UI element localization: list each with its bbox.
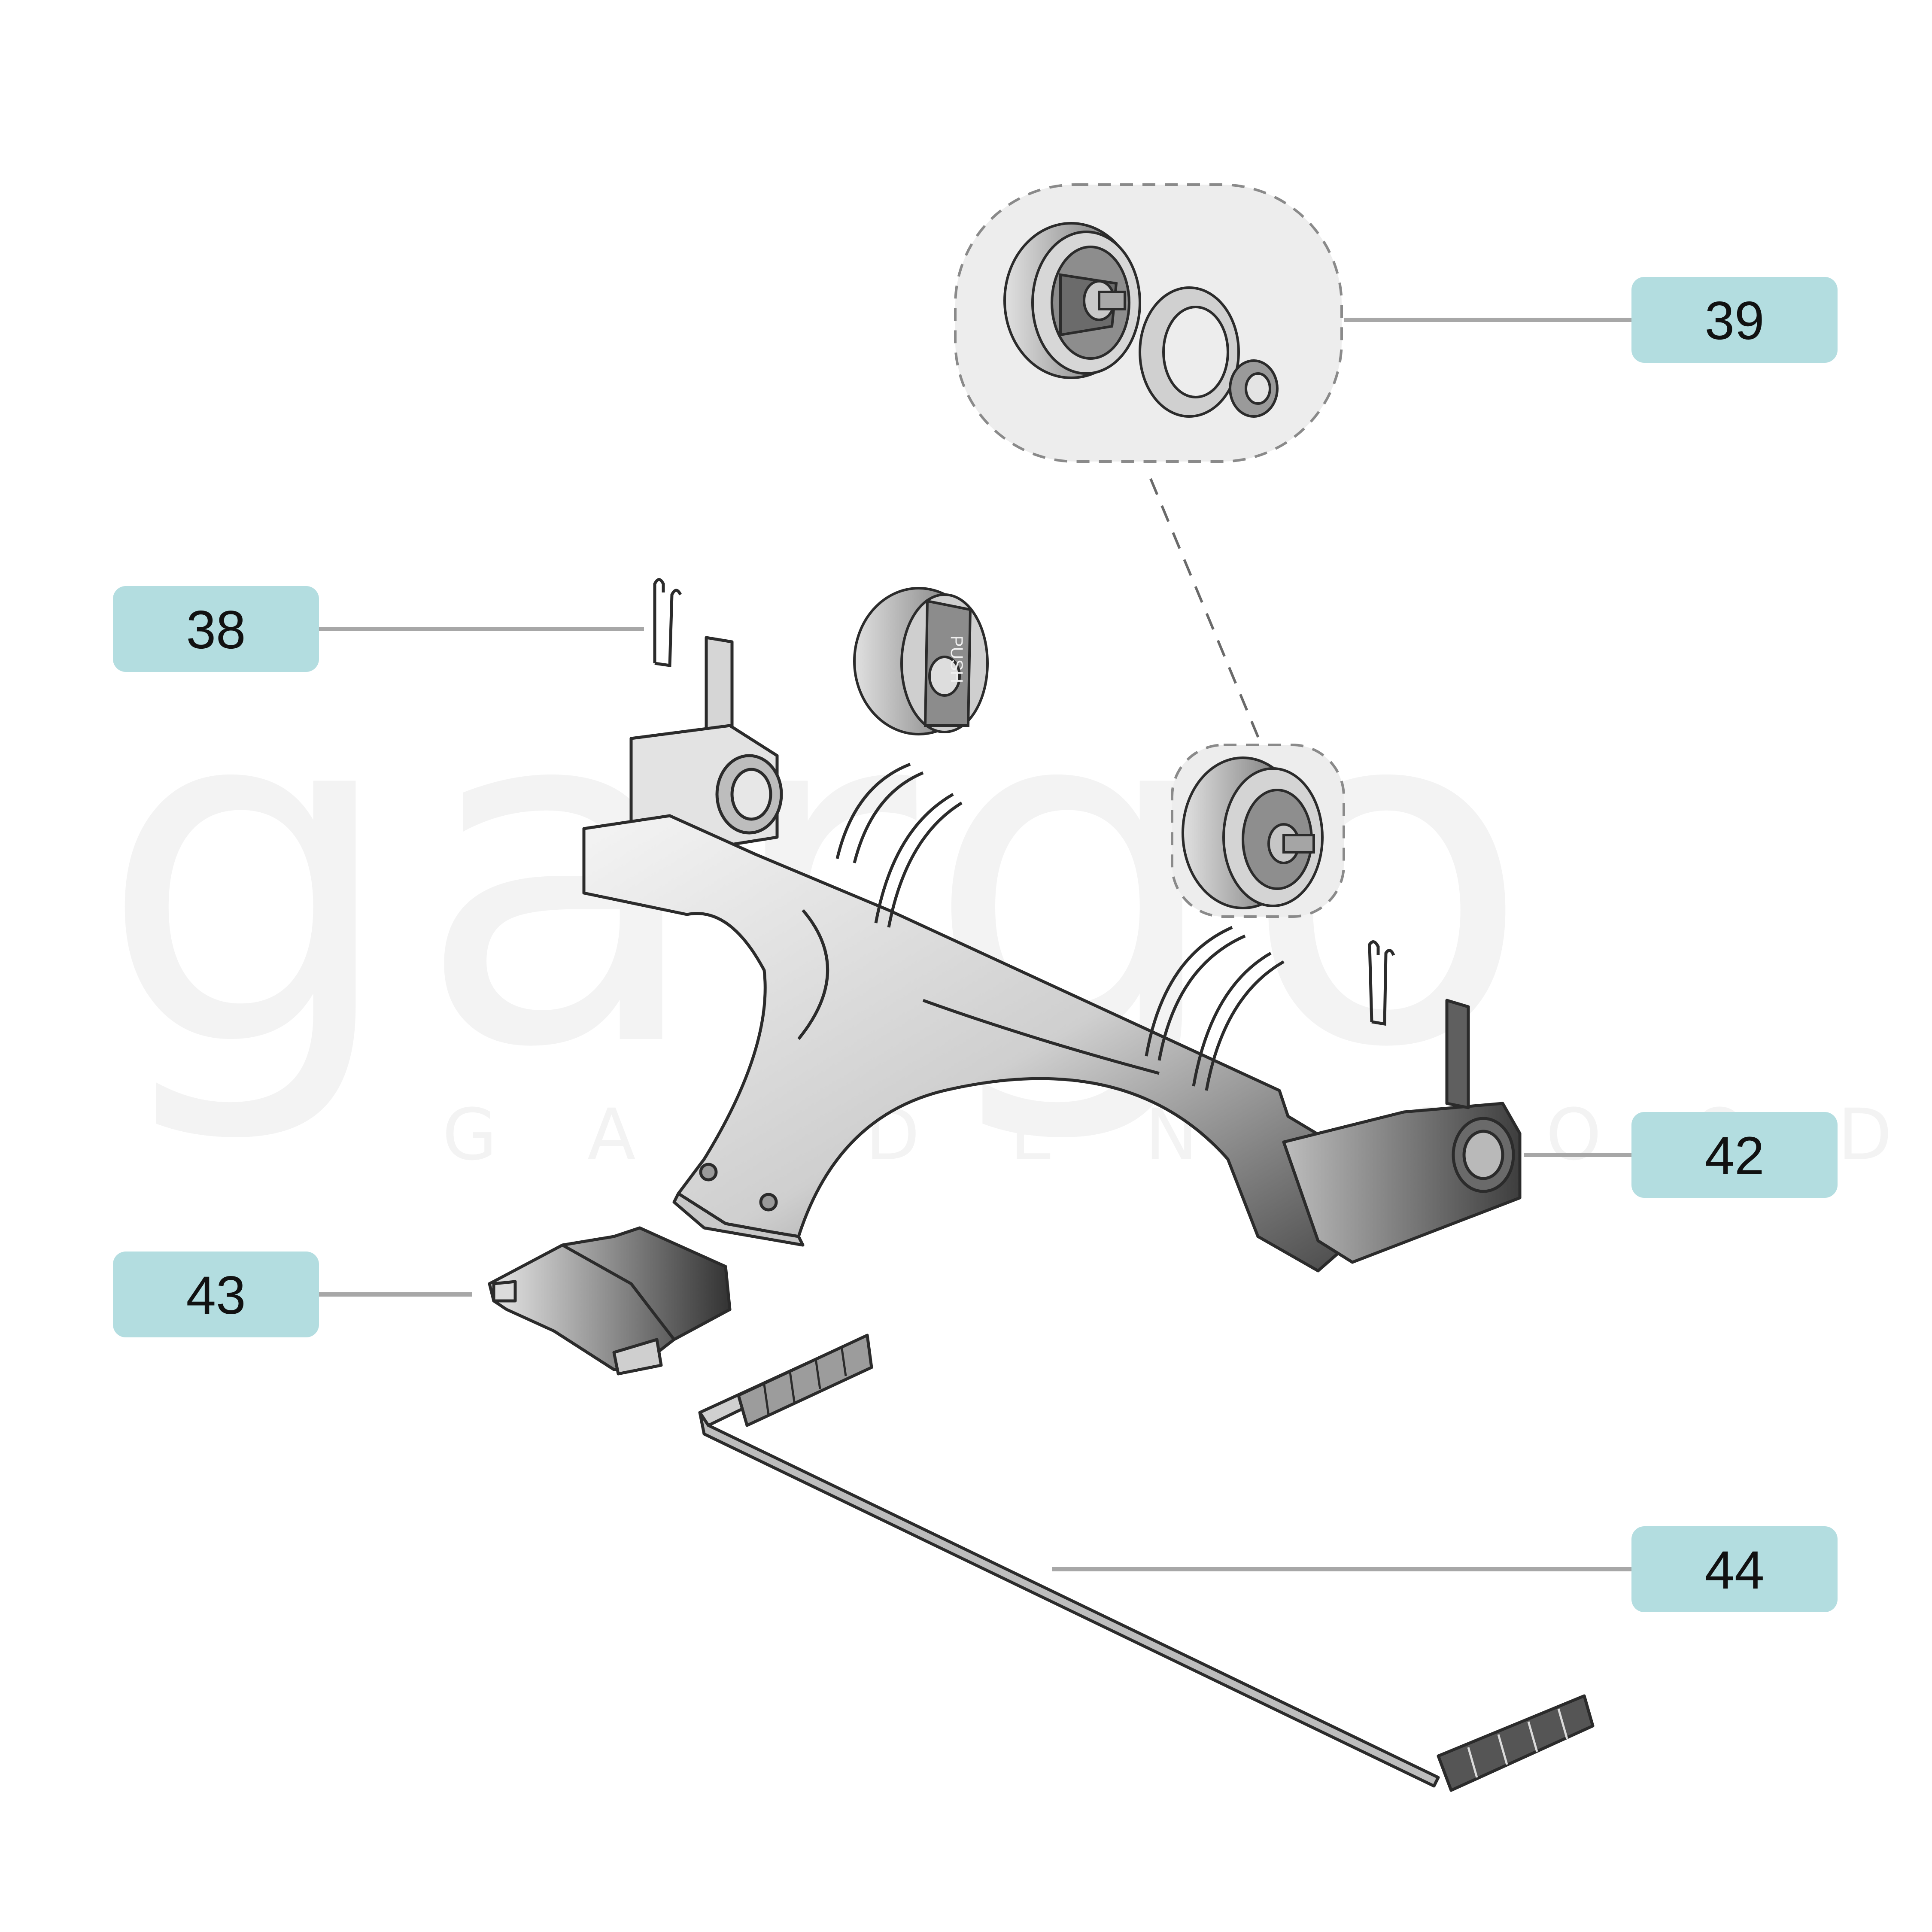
callout-38[interactable]: 38: [113, 586, 319, 672]
callout-badge[interactable]: [113, 586, 319, 672]
wheel-mounted-icon: [1182, 756, 1324, 909]
spring-clip-icon: [653, 578, 682, 668]
callout-label: 44: [1704, 1540, 1764, 1600]
callout-42[interactable]: 42: [1631, 1112, 1838, 1198]
leader-lines: [318, 318, 1631, 1571]
wheel-icon: [1003, 222, 1141, 379]
callout-label: 43: [186, 1266, 246, 1325]
axle-rod-icon: [698, 1334, 1595, 1792]
detail-connector-line: [1149, 478, 1264, 748]
callout-badge[interactable]: [113, 1252, 319, 1337]
wheel-assembly-detail: [954, 183, 1343, 463]
ring-icon: [1139, 286, 1240, 418]
callout-43[interactable]: 43: [113, 1252, 319, 1337]
callout-39[interactable]: 39: [1631, 277, 1838, 363]
callout-badge[interactable]: [1631, 1526, 1838, 1612]
callout-label: 39: [1704, 291, 1764, 351]
chassis-frame-icon: [582, 636, 1522, 1273]
watermark: gargo GARDEN GOODS: [99, 601, 1932, 1176]
wheel-detail-small: [1171, 744, 1345, 918]
callout-44[interactable]: 44: [1631, 1526, 1838, 1612]
callout-label: 42: [1704, 1126, 1764, 1186]
callout-badge[interactable]: [1631, 277, 1838, 363]
callout-label: 38: [186, 600, 246, 660]
callout-badge[interactable]: [1631, 1112, 1838, 1198]
push-text: PUSH: [947, 635, 966, 683]
wheel-push-icon: PUSH: [853, 587, 989, 735]
bearing-icon: [1229, 359, 1279, 418]
bracket-icon: [488, 1226, 732, 1376]
spring-clip-right-icon: [1368, 940, 1395, 1026]
